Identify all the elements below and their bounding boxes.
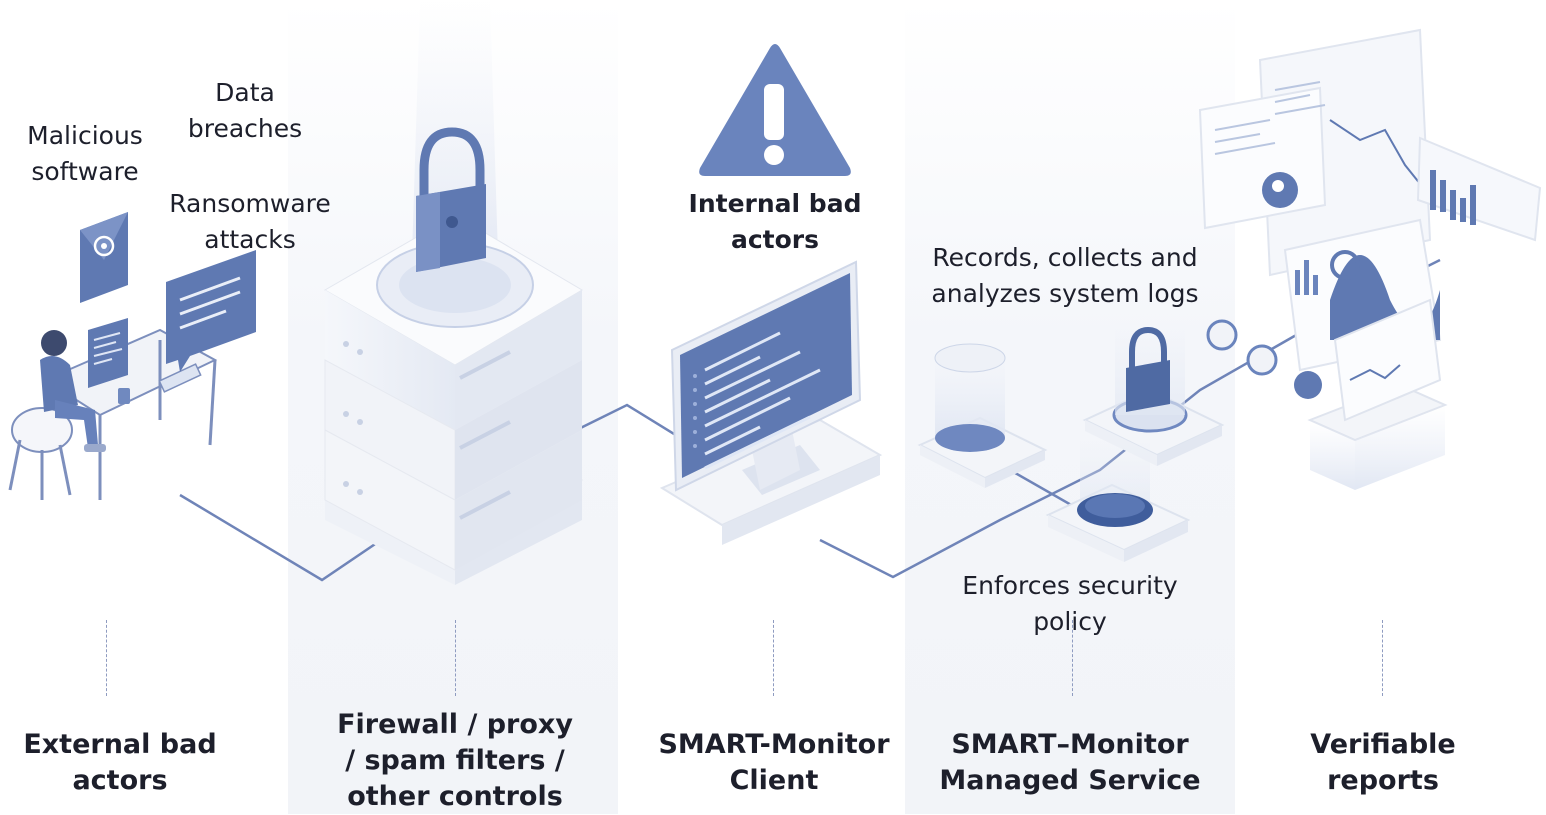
enforces-security-policy-note: Enforces security policy xyxy=(962,571,1178,636)
column-divider-2 xyxy=(455,620,456,696)
caption-external-bad-actors: External bad actors xyxy=(23,729,217,796)
monitor-illustration xyxy=(659,260,883,545)
person-at-desk-illustration xyxy=(8,318,218,500)
email-icon xyxy=(80,212,128,303)
chat-icon xyxy=(166,250,256,372)
threat-data-breaches-label: Data breaches xyxy=(187,78,303,143)
caption-smart-monitor-client: SMART-Monitor Client xyxy=(658,729,890,796)
column-divider-4 xyxy=(1072,620,1073,696)
caption-smart-monitor-managed-service: SMART–Monitor Managed Service xyxy=(939,729,1201,796)
column-divider-3 xyxy=(773,620,774,696)
firewall-server-stack-illustration xyxy=(323,0,583,585)
threat-ransomware-label: Ransomware attacks xyxy=(169,189,331,254)
managed-service-illustration xyxy=(917,320,1225,562)
caption-verifiable-reports: Verifiable reports xyxy=(1310,729,1456,796)
records-collects-analyzes-note: Records, collects and analyzes system lo… xyxy=(931,243,1199,308)
warning-icon xyxy=(699,44,851,176)
internal-bad-actors-label: Internal bad actors xyxy=(688,189,862,254)
lock-icon xyxy=(416,127,486,272)
caption-firewall-controls: Firewall / proxy / spam filters / other … xyxy=(337,709,573,812)
column-divider-5 xyxy=(1382,620,1383,696)
column-divider-1 xyxy=(106,620,107,696)
reports-dashboard-illustration xyxy=(1198,28,1542,490)
threat-malicious-software-label: Malicious software xyxy=(27,121,143,186)
